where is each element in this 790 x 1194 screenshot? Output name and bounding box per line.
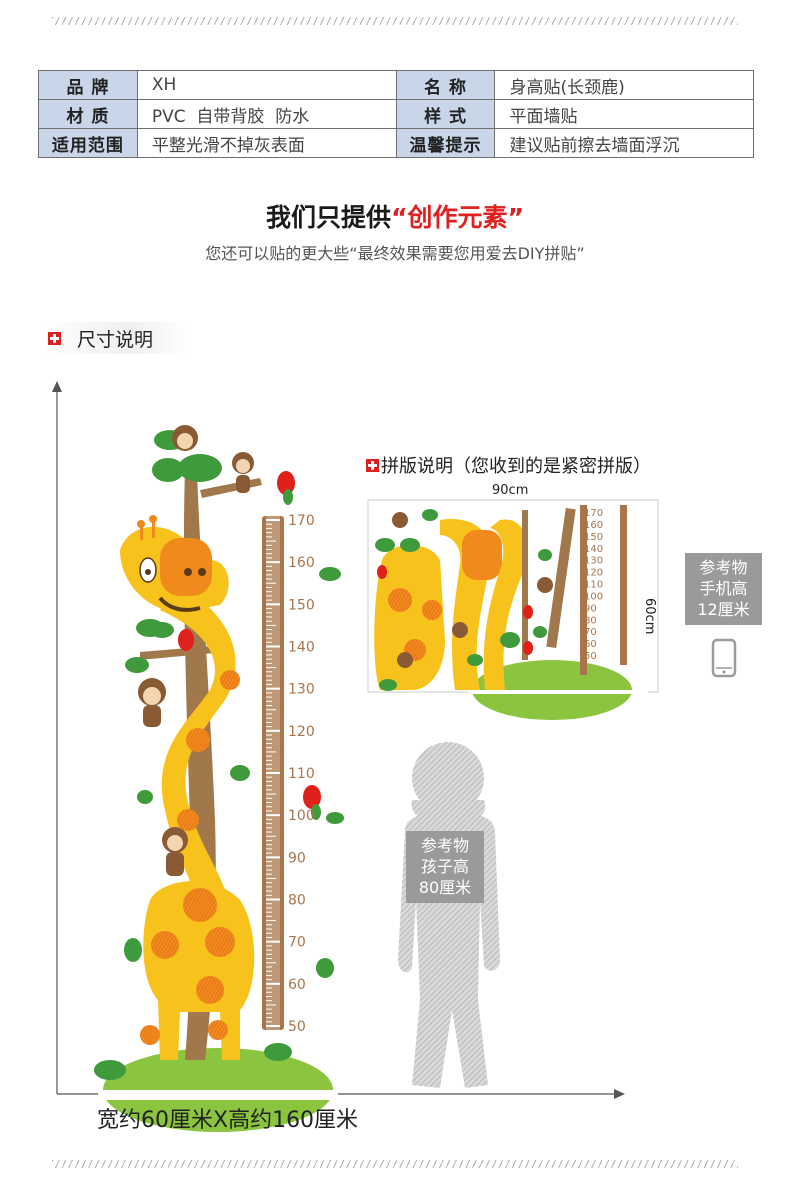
sheet-ruler-number: 70 (584, 627, 597, 638)
ruler-number: 110 (288, 766, 315, 782)
ruler-number: 80 (288, 893, 306, 909)
sheet-ruler-number: 110 (584, 580, 603, 591)
sheet-ruler-number: 90 (584, 603, 597, 614)
layout-width-label: 90cm (492, 483, 529, 498)
sheet-ruler-number: 80 (584, 615, 597, 626)
leaves-top (94, 430, 344, 1080)
phone-icon (711, 638, 737, 678)
phone-ref-line: 参考物 (699, 558, 748, 577)
tree-branch (140, 645, 225, 660)
bottom-dashed-divider (52, 1160, 738, 1168)
ruler-labels: 170 160 150 140 130 120 110 100 90 80 70 60 50 (288, 513, 315, 1035)
child-ref-line: 参考物 (420, 836, 469, 855)
plus-icon (48, 331, 61, 345)
headline-close-quote: ” (507, 203, 524, 232)
ruler-number: 160 (288, 555, 315, 571)
giraffe-spots (140, 670, 240, 1045)
spec-value: 建议贴前擦去墙面浮沉 (494, 128, 754, 158)
sheet-ruler-number: 140 (584, 544, 603, 555)
ruler-number: 100 (288, 808, 315, 824)
layout-sheet (367, 499, 659, 720)
giraffe-body (143, 881, 255, 1060)
parrot-illustration (178, 471, 321, 820)
spec-value: 身高贴(长颈鹿) (494, 70, 754, 100)
giraffe-head (120, 515, 229, 612)
headline-highlight: 创作元素 (407, 203, 508, 232)
monkey-illustration (138, 425, 254, 876)
sheet-ruler-number: 130 (584, 556, 603, 567)
tree-branch (200, 478, 262, 498)
layout-height-label: 60cm (642, 598, 657, 635)
layout-title: 拼版说明（您收到的是紧密拼版） (366, 452, 651, 478)
ruler-number: 70 (288, 935, 306, 951)
sheet-ruler-number: 150 (584, 532, 603, 543)
spec-table: 品 牌 XH 名 称 身高贴(长颈鹿) 材 质 PVC 自带背胶 防水 样 式 … (38, 70, 754, 158)
ruler-number: 150 (288, 597, 315, 613)
child-silhouette (398, 742, 500, 1088)
phone-reference-box: 参考物 手机高 12厘米 (685, 553, 762, 625)
spec-row: 材 质 PVC 自带背胶 防水 样 式 平面墙贴 (38, 99, 754, 129)
headline-text: 我们只提供 (266, 203, 392, 232)
spec-row: 品 牌 XH 名 称 身高贴(长颈鹿) (38, 70, 754, 100)
top-dashed-divider (52, 17, 738, 25)
sheet-ruler-number: 60 (584, 639, 597, 650)
spec-key: 温馨提示 (395, 128, 496, 158)
ruler-number: 130 (288, 682, 315, 698)
ruler-number: 120 (288, 724, 315, 740)
spec-value: XH (136, 70, 397, 100)
child-ref-line: 80厘米 (418, 878, 472, 897)
spec-value: 平整光滑不掉灰表面 (136, 128, 397, 158)
subline: 您还可以贴的更大些“最终效果需要您用爱去DIY拼贴” (205, 244, 585, 263)
phone-ref-line: 12厘米 (697, 600, 750, 619)
spec-value: PVC 自带背胶 防水 (136, 99, 397, 129)
sheet-ruler-number: 100 (584, 591, 603, 602)
sheet-ruler-number: 50 (584, 651, 597, 662)
spec-key: 名 称 (395, 70, 496, 100)
sheet-ruler-number: 120 (584, 568, 603, 579)
ruler-number: 170 (288, 513, 315, 529)
child-reference-box: 参考物 孩子高 80厘米 (406, 831, 484, 903)
layout-title-text: 拼版说明（您收到的是紧密拼版） (381, 456, 651, 477)
plus-icon (366, 458, 379, 472)
sheet-ruler-number: 160 (584, 520, 603, 531)
sheet-ruler-number: 170 (584, 508, 603, 519)
section-size-tag: 尺寸说明 (40, 322, 188, 354)
ruler-number: 50 (288, 1019, 306, 1035)
spec-key: 材 质 (38, 99, 138, 129)
phone-ref-line: 手机高 (699, 579, 748, 598)
spec-value: 平面墙贴 (494, 99, 754, 129)
headline: 我们只提供“创作元素” (0, 198, 790, 234)
height-ruler (262, 516, 284, 1030)
headline-open-quote: “ (391, 203, 408, 232)
spec-key: 适用范围 (38, 128, 138, 158)
section-size-title: 尺寸说明 (77, 328, 154, 351)
ruler-number: 140 (288, 640, 315, 656)
spec-row: 适用范围 平整光滑不掉灰表面 温馨提示 建议贴前擦去墙面浮沉 (38, 128, 754, 158)
child-ref-line: 孩子高 (420, 857, 469, 876)
ruler-number: 90 (288, 850, 306, 866)
ruler-number: 60 (288, 977, 306, 993)
spec-key: 样 式 (395, 99, 496, 129)
size-caption: 宽约60厘米X高约160厘米 (97, 1108, 359, 1133)
